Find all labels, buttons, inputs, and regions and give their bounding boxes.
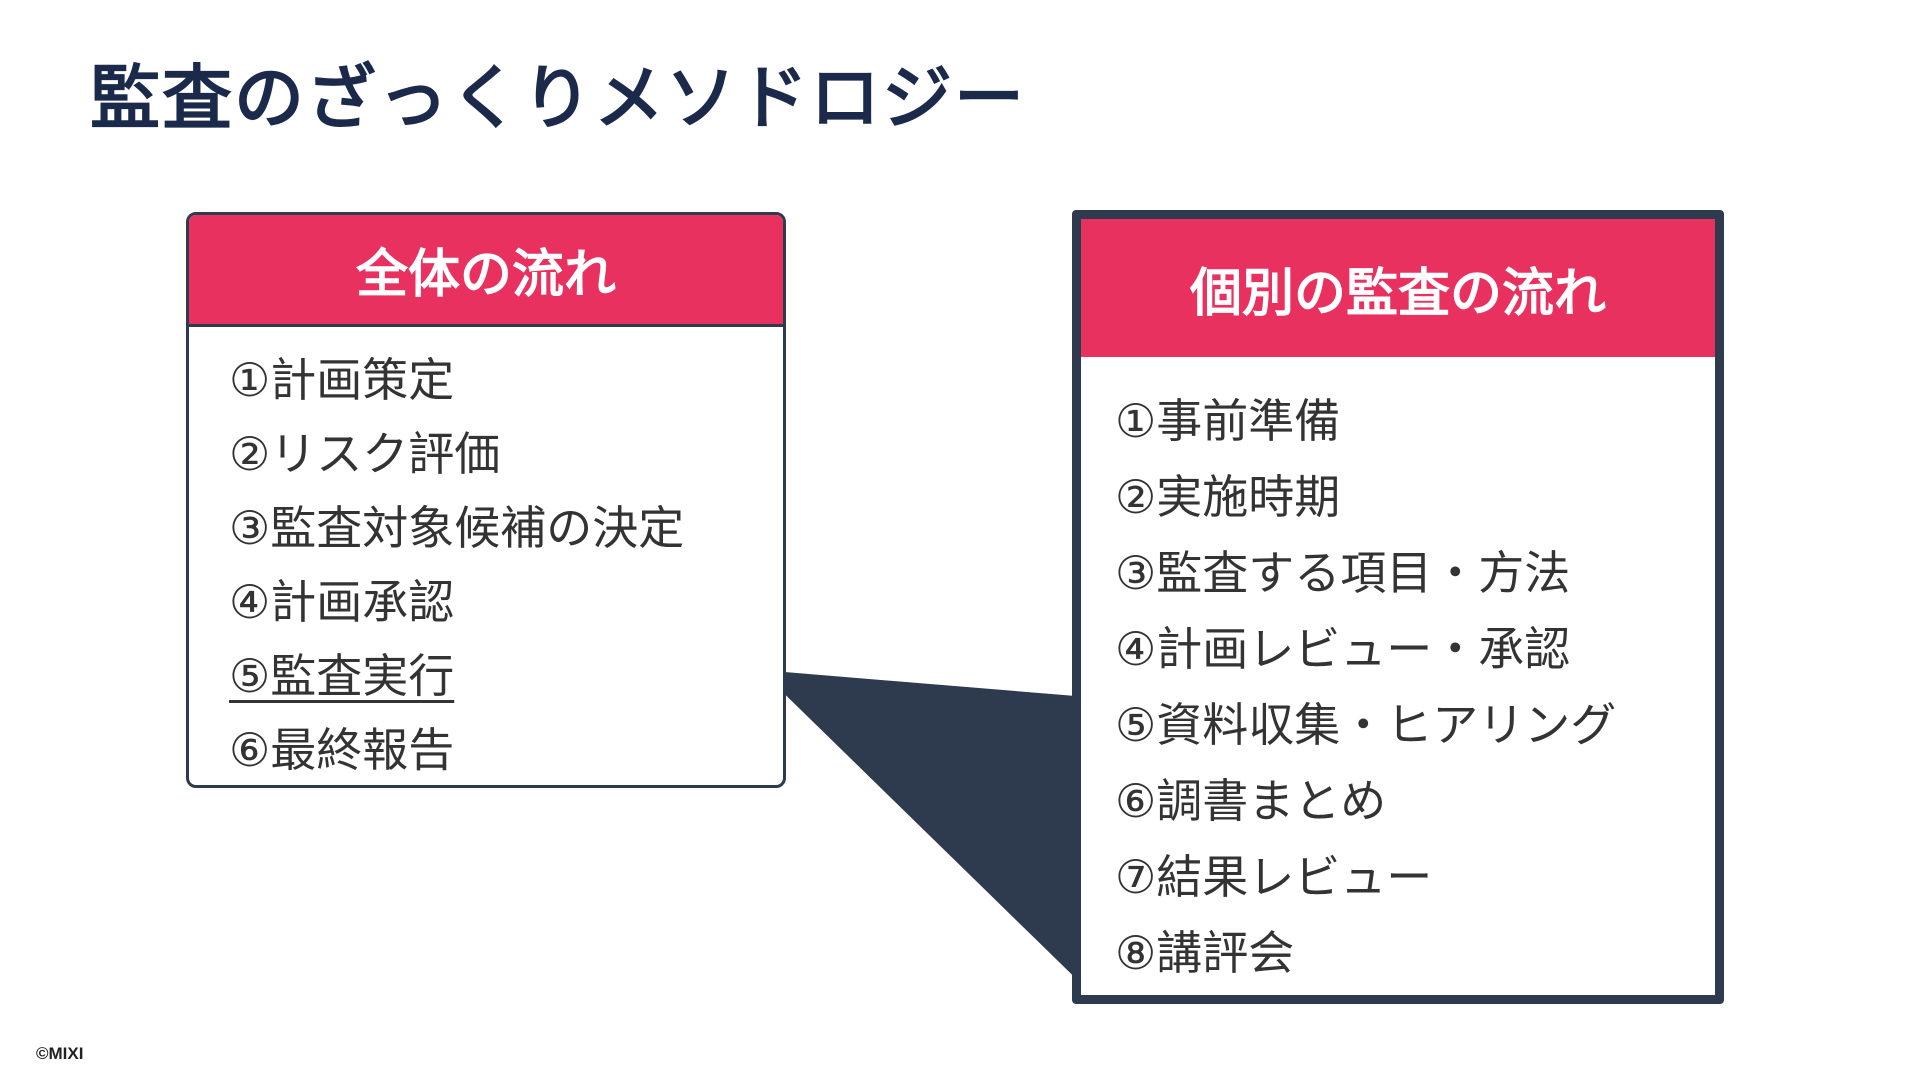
- overall-flow-panel: 全体の流れ ①計画策定 ②リスク評価 ③監査対象候補の決定 ④計画承認 ⑤監査実…: [186, 212, 786, 788]
- flow-item: ②リスク評価: [229, 428, 501, 480]
- slide-title: 監査のざっくりメソドロジー: [90, 59, 1026, 137]
- flow-item-highlighted: ⑤監査実行: [229, 650, 455, 702]
- flow-item: ⑦結果レビュー: [1115, 851, 1433, 903]
- flow-item: ①計画策定: [229, 354, 455, 406]
- flow-item: ⑥最終報告: [229, 724, 455, 776]
- flow-item: ④計画レビュー・承認: [1115, 623, 1571, 675]
- flow-item: ②実施時期: [1115, 471, 1341, 523]
- overall-flow-list: ①計画策定 ②リスク評価 ③監査対象候補の決定 ④計画承認 ⑤監査実行 ⑥最終報…: [189, 327, 783, 787]
- flow-item: ④計画承認: [229, 576, 455, 628]
- individual-flow-panel: 個別の監査の流れ ①事前準備 ②実施時期 ③監査する項目・方法 ④計画レビュー・…: [1072, 210, 1724, 1004]
- flow-item: ⑧講評会: [1115, 927, 1295, 979]
- copyright-text: ©MIXI: [36, 1044, 84, 1063]
- individual-flow-header: 個別の監査の流れ: [1081, 219, 1715, 357]
- individual-flow-list: ①事前準備 ②実施時期 ③監査する項目・方法 ④計画レビュー・承認 ⑤資料収集・…: [1081, 357, 1715, 991]
- flow-item: ③監査対象候補の決定: [229, 502, 685, 554]
- flow-item: ①事前準備: [1115, 395, 1341, 447]
- wedge-shape: [760, 670, 1100, 1002]
- flow-item: ⑥調書まとめ: [1115, 775, 1387, 827]
- flow-item: ③監査する項目・方法: [1115, 547, 1571, 599]
- flow-item: ⑤資料収集・ヒアリング: [1115, 699, 1617, 751]
- overall-flow-header: 全体の流れ: [189, 215, 783, 327]
